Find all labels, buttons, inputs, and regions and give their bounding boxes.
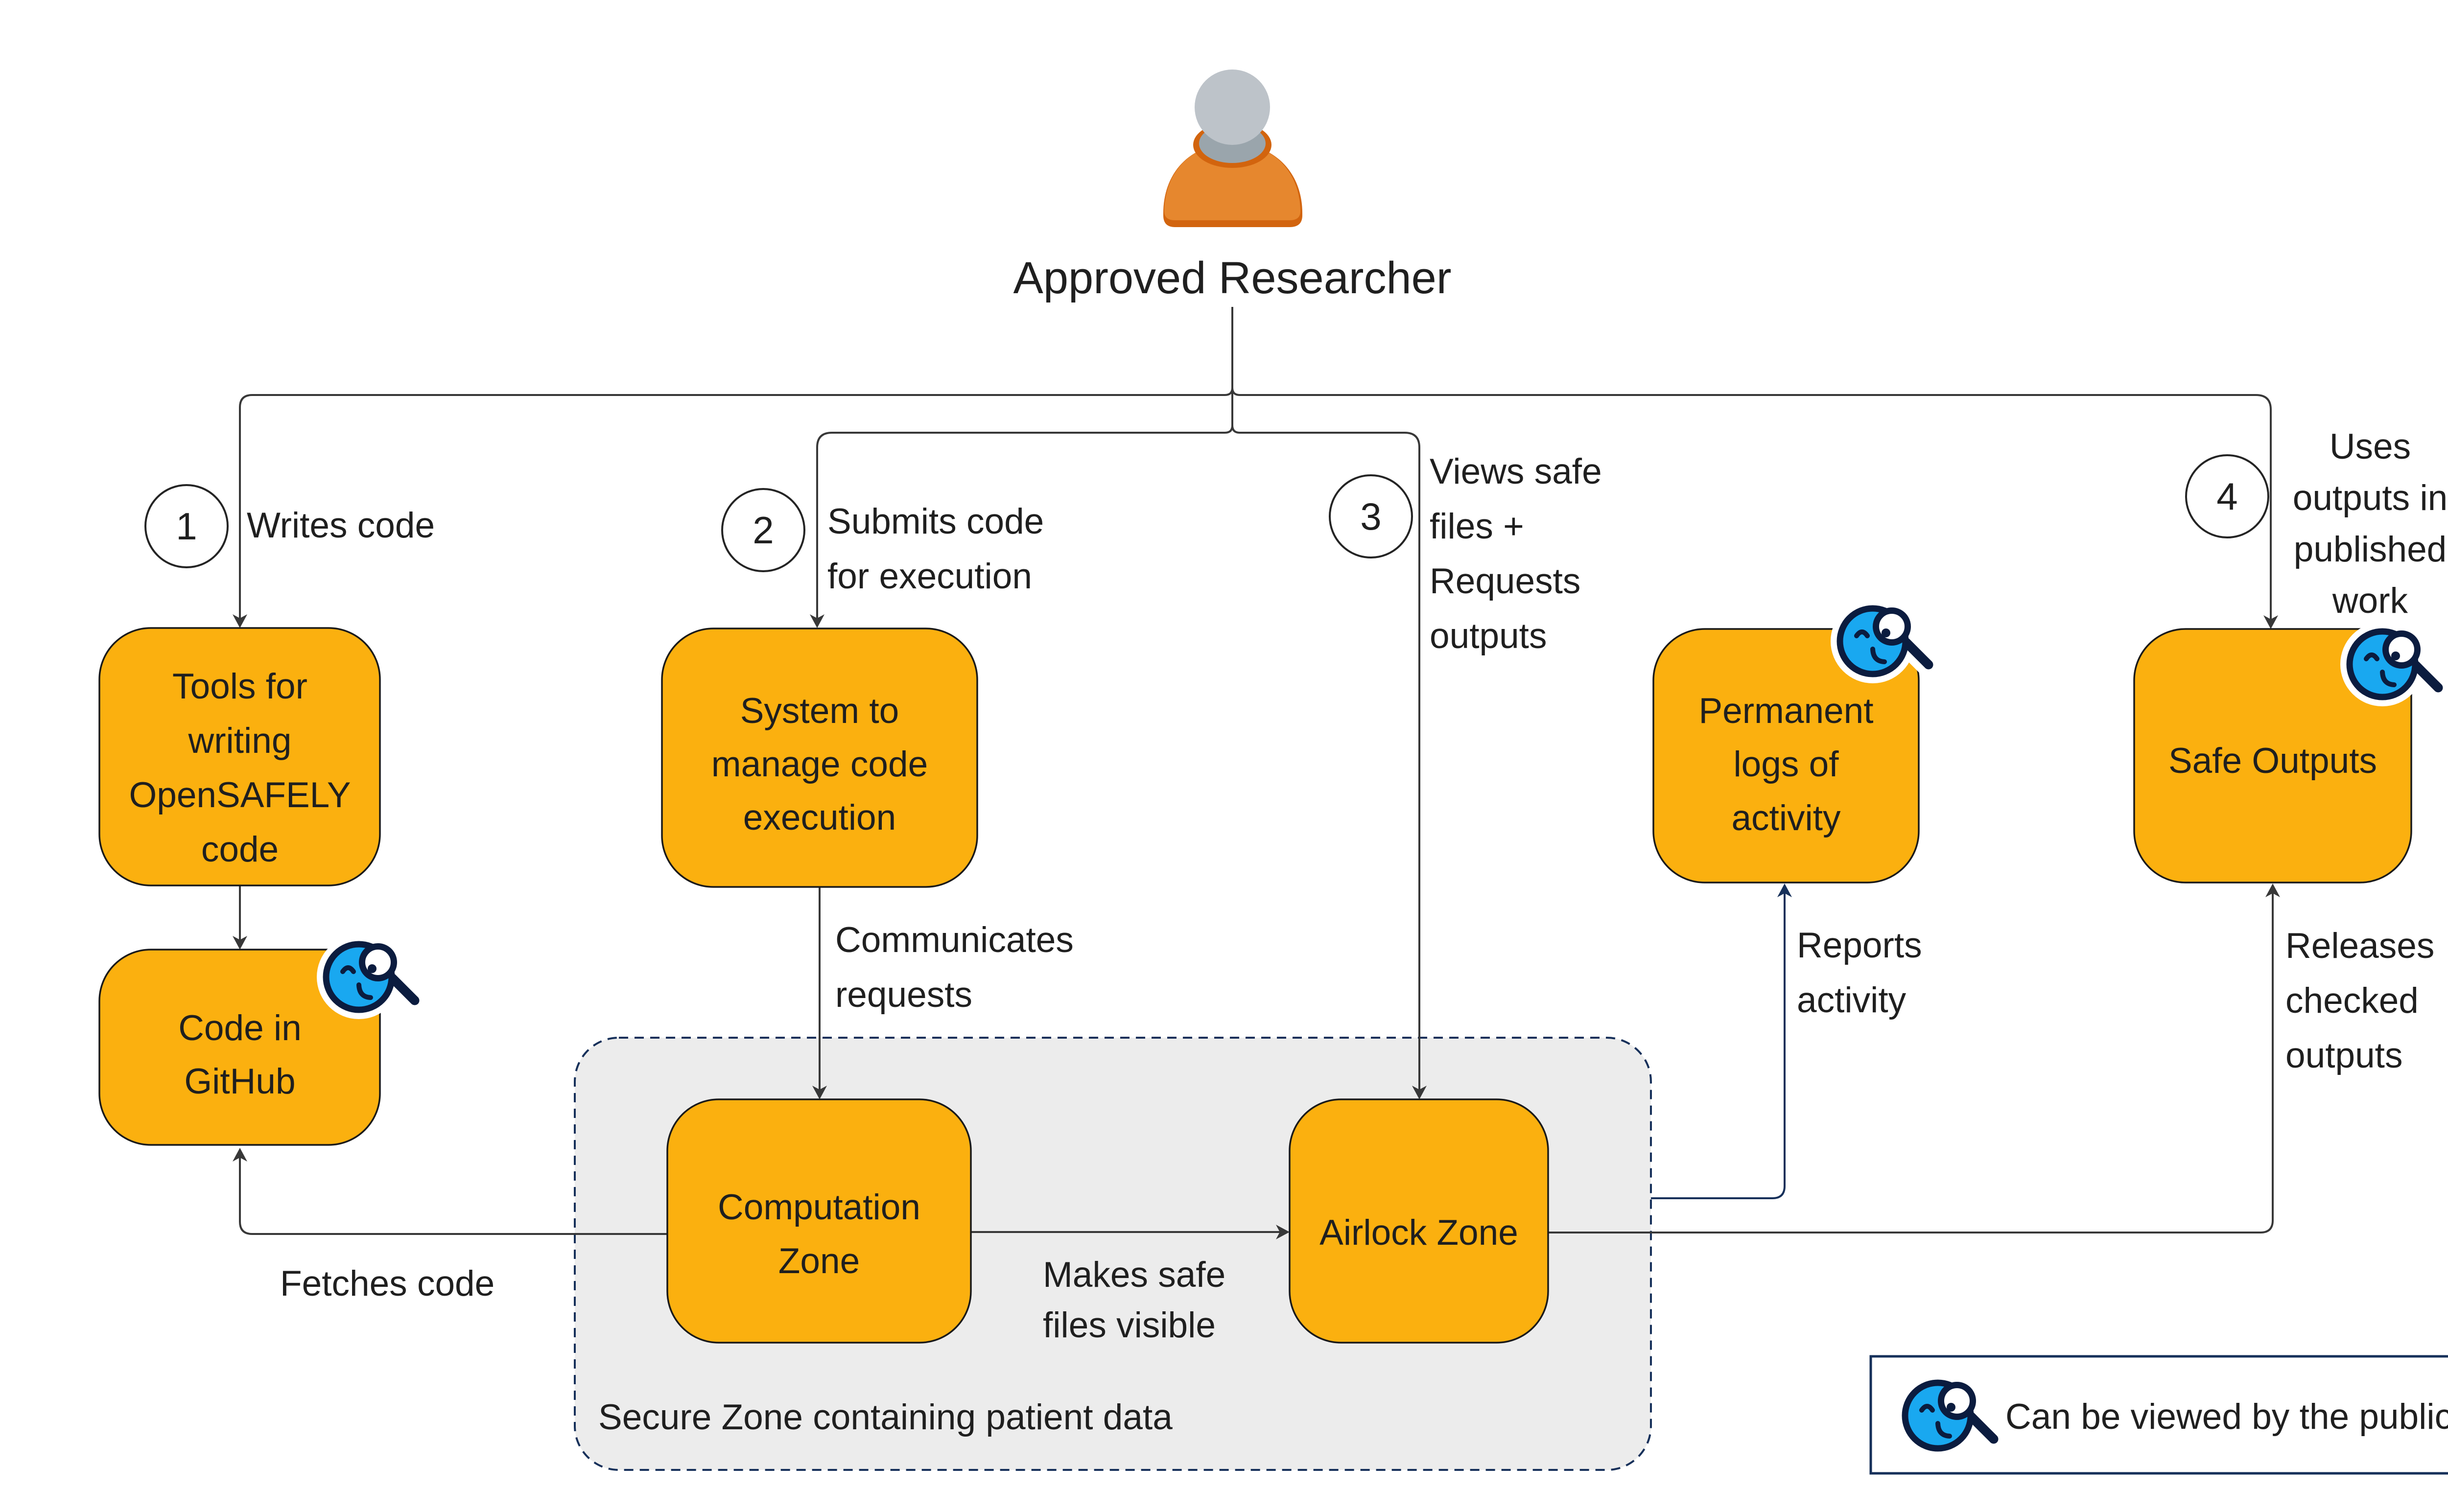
- svg-text:writing: writing: [188, 721, 292, 761]
- svg-text:checked: checked: [2285, 981, 2419, 1021]
- svg-text:outputs in: outputs in: [2293, 478, 2448, 518]
- svg-text:files visible: files visible: [1043, 1305, 1216, 1345]
- svg-text:3: 3: [1360, 495, 1381, 538]
- svg-text:2: 2: [753, 509, 774, 552]
- svg-text:outputs: outputs: [2285, 1036, 2402, 1075]
- svg-text:4: 4: [2216, 475, 2237, 518]
- svg-text:Can be viewed by the public: Can be viewed by the public: [2005, 1397, 2448, 1437]
- svg-text:outputs: outputs: [1430, 616, 1547, 656]
- svg-text:Zone: Zone: [778, 1241, 860, 1281]
- svg-text:Requests: Requests: [1430, 561, 1580, 601]
- svg-text:Permanent: Permanent: [1698, 691, 1873, 731]
- svg-text:Safe Outputs: Safe Outputs: [2168, 741, 2377, 781]
- svg-text:System to: System to: [740, 691, 899, 731]
- svg-text:Releases: Releases: [2285, 926, 2434, 966]
- svg-text:activity: activity: [1797, 980, 1907, 1020]
- svg-text:published: published: [2294, 530, 2447, 569]
- svg-text:Communicates: Communicates: [835, 920, 1074, 960]
- svg-text:Airlock Zone: Airlock Zone: [1319, 1213, 1518, 1253]
- svg-text:Makes safe: Makes safe: [1043, 1255, 1225, 1295]
- svg-text:code: code: [201, 830, 279, 869]
- svg-text:logs of: logs of: [1733, 744, 1839, 784]
- svg-text:manage code: manage code: [711, 744, 928, 784]
- svg-text:1: 1: [176, 505, 197, 548]
- svg-text:requests: requests: [835, 975, 972, 1015]
- svg-text:Secure Zone containing patient: Secure Zone containing patient data: [598, 1397, 1173, 1437]
- svg-text:GitHub: GitHub: [184, 1062, 295, 1101]
- svg-text:Code in: Code in: [178, 1008, 302, 1048]
- svg-text:Fetches code: Fetches code: [280, 1264, 494, 1303]
- svg-text:work: work: [2332, 581, 2408, 621]
- svg-text:Views safe: Views safe: [1430, 452, 1602, 491]
- svg-text:Submits code: Submits code: [827, 502, 1044, 541]
- svg-text:OpenSAFELY: OpenSAFELY: [129, 775, 351, 815]
- svg-text:Reports: Reports: [1797, 926, 1922, 965]
- svg-text:Writes code: Writes code: [247, 506, 435, 545]
- svg-text:Uses: Uses: [2330, 427, 2411, 466]
- svg-text:for execution: for execution: [827, 557, 1032, 596]
- svg-text:Approved Researcher: Approved Researcher: [1013, 253, 1452, 303]
- svg-text:files +: files +: [1430, 507, 1524, 546]
- svg-text:activity: activity: [1731, 798, 1841, 838]
- svg-text:Computation: Computation: [718, 1187, 920, 1227]
- svg-text:Tools for: Tools for: [172, 667, 307, 706]
- svg-text:execution: execution: [743, 798, 896, 837]
